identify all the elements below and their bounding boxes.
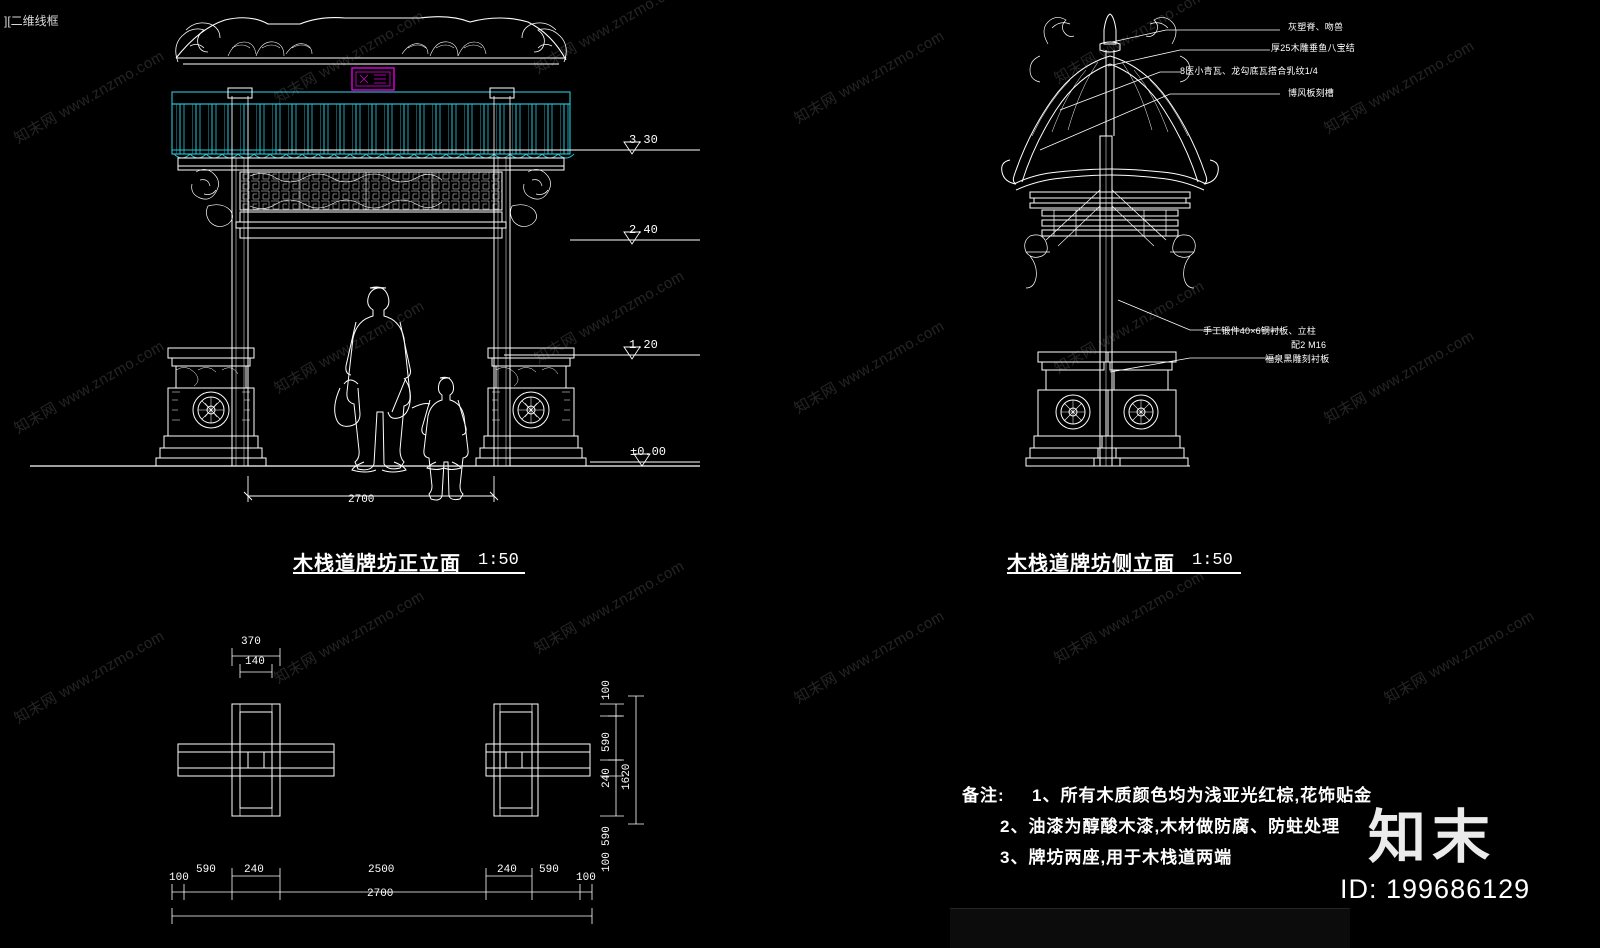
front-elevation-scale: 1:50 bbox=[478, 551, 519, 570]
front-elevation-geometry bbox=[30, 16, 700, 501]
elevation-marker-120: 1.20 bbox=[629, 338, 658, 352]
callout-carved-panel: 福泉黑雕刻衬板 bbox=[1265, 354, 1330, 364]
plan-vdim-240: 240 bbox=[601, 768, 613, 788]
side-elevation-leaders bbox=[1039, 29, 1282, 373]
front-title-underline bbox=[293, 572, 525, 574]
notes-item-2: 2、油漆为醇酸木漆,木材做防腐、防蛀处理 bbox=[1000, 817, 1341, 836]
side-elevation-scale: 1:50 bbox=[1192, 551, 1233, 570]
front-elevation-dimension bbox=[243, 476, 499, 502]
callout-ridge-ornament: 灰塑脊、吻兽 bbox=[1288, 22, 1344, 32]
bottom-chrome-bar bbox=[950, 908, 1350, 948]
plan-dim-2500: 2500 bbox=[368, 864, 395, 876]
asset-id-label: ID: 199686129 bbox=[1340, 874, 1531, 904]
plan-dim-240-right: 240 bbox=[497, 864, 517, 876]
callout-carved-fish: 厚25木雕垂鱼八宝结 bbox=[1271, 43, 1356, 53]
plan-dim-370: 370 bbox=[241, 636, 261, 648]
callout-bolt-spec: 配2 M16 bbox=[1291, 340, 1327, 350]
plan-dim-140: 140 bbox=[245, 656, 265, 668]
front-elevation-title: 木栈道牌坊正立面 bbox=[293, 553, 461, 575]
plan-view-geometry bbox=[171, 648, 644, 924]
plan-dim-100-left: 100 bbox=[169, 872, 189, 884]
notes-heading: 备注: bbox=[962, 786, 1005, 805]
plan-dim-240-left: 240 bbox=[244, 864, 264, 876]
notes-item-3: 3、牌坊两座,用于木栈道两端 bbox=[1000, 848, 1233, 867]
plan-dim-100-right: 100 bbox=[576, 872, 596, 884]
callout-bargeboard: 博风板刻槽 bbox=[1288, 88, 1335, 98]
front-dimension-2700: 2700 bbox=[348, 494, 375, 506]
notes-item-1: 1、所有木质颜色均为浅亚光红棕,花饰贴金 bbox=[1032, 786, 1373, 805]
plan-dim-2700: 2700 bbox=[367, 888, 394, 900]
callout-roof-tiles: 8医小青瓦、龙勾底瓦搭合乳纹1/4 bbox=[1180, 66, 1318, 76]
side-elevation-geometry bbox=[1001, 13, 1219, 467]
viewport-label: ][二维线框 bbox=[4, 14, 59, 28]
elevation-marker-240: 2.40 bbox=[629, 223, 658, 237]
front-elevation-levels bbox=[278, 141, 700, 467]
plan-dim-590-right: 590 bbox=[539, 864, 559, 876]
plan-vdim-590-bottom: 590 bbox=[601, 826, 613, 846]
callout-steel-plate: 手工锻件40×6钢衬板、立柱 bbox=[1203, 326, 1317, 336]
elevation-marker-000: ±0.00 bbox=[630, 445, 667, 459]
plan-vdim-1620: 1620 bbox=[621, 763, 633, 790]
side-elevation-title: 木栈道牌坊侧立面 bbox=[1007, 553, 1175, 575]
plan-vdim-590-top: 590 bbox=[601, 732, 613, 752]
plan-vdim-100-top: 100 bbox=[601, 680, 613, 700]
plan-vdim-100-bottom: 100 bbox=[601, 852, 613, 872]
side-title-underline bbox=[1007, 572, 1241, 574]
elevation-marker-330: 3.30 bbox=[629, 133, 658, 147]
plan-dim-590-left: 590 bbox=[196, 864, 216, 876]
